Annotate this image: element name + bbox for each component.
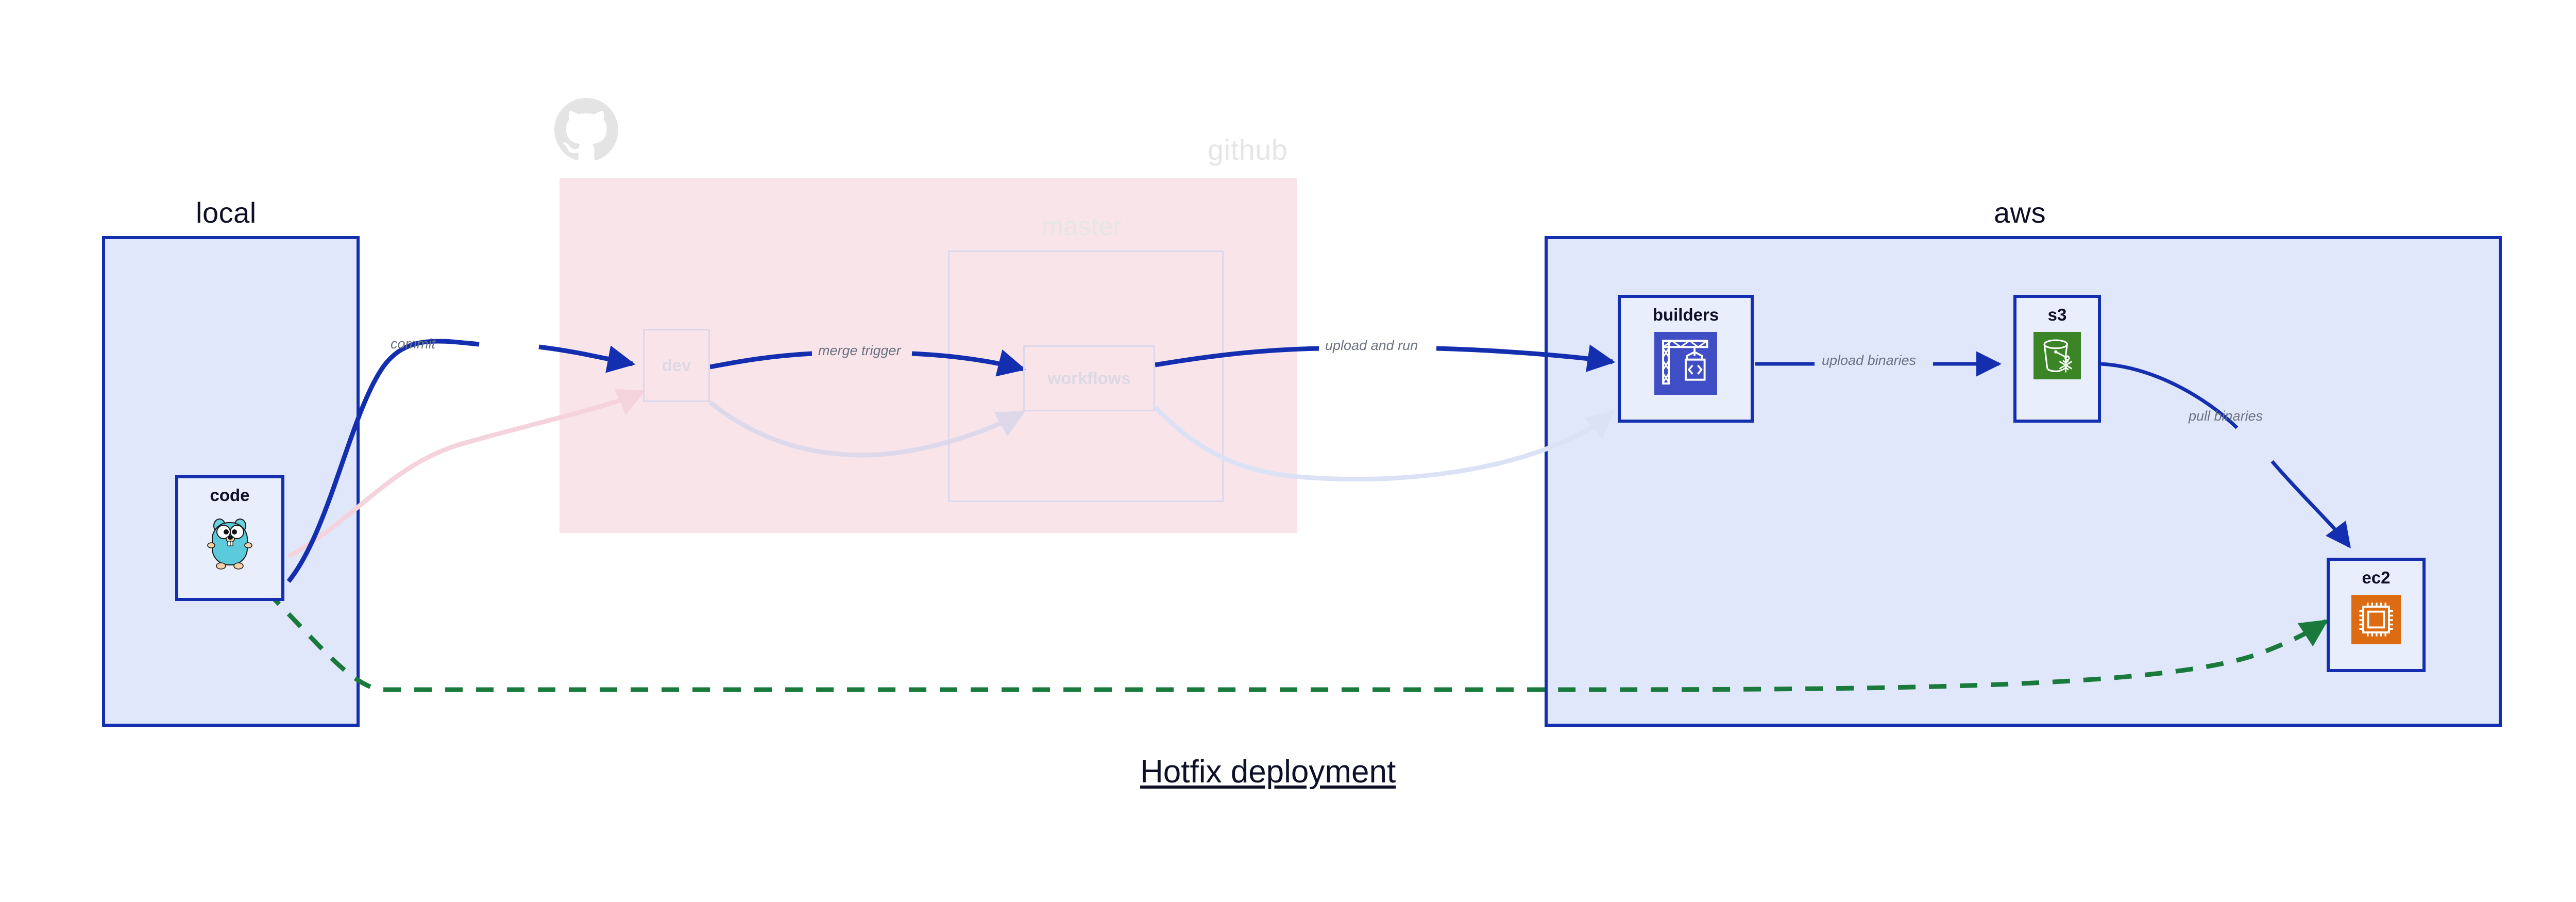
node-workflows-label: workflows [1047, 369, 1131, 388]
page-title: Hotfix deployment [1140, 754, 1396, 790]
node-code[interactable]: code [175, 475, 284, 601]
cluster-title-local: local [196, 196, 257, 229]
edge-code-dev [286, 339, 480, 583]
edge-label-commit: commit [391, 336, 435, 352]
node-s3[interactable]: s3 [2013, 295, 2101, 423]
node-s3-label: s3 [2047, 305, 2067, 324]
edge-workflows-builders-tail [1436, 344, 1616, 372]
edge-label-merge-trigger: merge trigger [818, 343, 901, 358]
node-code-label: code [210, 486, 250, 505]
edge-workflows-builders-faded [1153, 405, 1615, 482]
edge-code-dev-faded [287, 389, 646, 559]
node-ec2[interactable]: ec2 [2327, 558, 2426, 672]
aws-codebuild-icon [1654, 332, 1717, 397]
node-ec2-label: ec2 [2362, 568, 2391, 587]
aws-ec2-icon [2351, 595, 2401, 647]
node-dev-label: dev [662, 356, 691, 375]
cluster-title-github: github [1208, 133, 1288, 166]
node-workflows[interactable]: workflows [1023, 345, 1155, 411]
node-dev[interactable]: dev [643, 329, 710, 402]
edge-dev-workflows-faded [708, 400, 1025, 458]
aws-s3-glacier-icon [2033, 332, 2081, 382]
edge-dev-workflows-tail [911, 349, 1026, 377]
cluster-title-aws: aws [1994, 196, 2046, 229]
cluster-title-master: master [1042, 212, 1122, 241]
edge-code-ec2-dashed [265, 590, 2329, 692]
node-builders-label: builders [1652, 305, 1719, 324]
edge-workflows-builders [1155, 346, 1319, 368]
edge-dev-workflows [709, 351, 812, 370]
edge-s3-ec2-tail [2270, 460, 2351, 548]
edge-code-dev-tail [538, 344, 636, 373]
edge-label-pull-binaries: pull binaries [2189, 408, 2263, 424]
go-gopher-icon [205, 512, 255, 575]
edge-s3-ec2 [2100, 362, 2239, 429]
node-builders[interactable]: builders [1618, 295, 1754, 423]
edge-label-upload-and-run: upload and run [1325, 338, 1418, 353]
github-octocat-icon [554, 98, 618, 162]
cluster-master [948, 250, 1224, 502]
edge-label-upload-binaries: upload binaries [1822, 353, 1917, 368]
